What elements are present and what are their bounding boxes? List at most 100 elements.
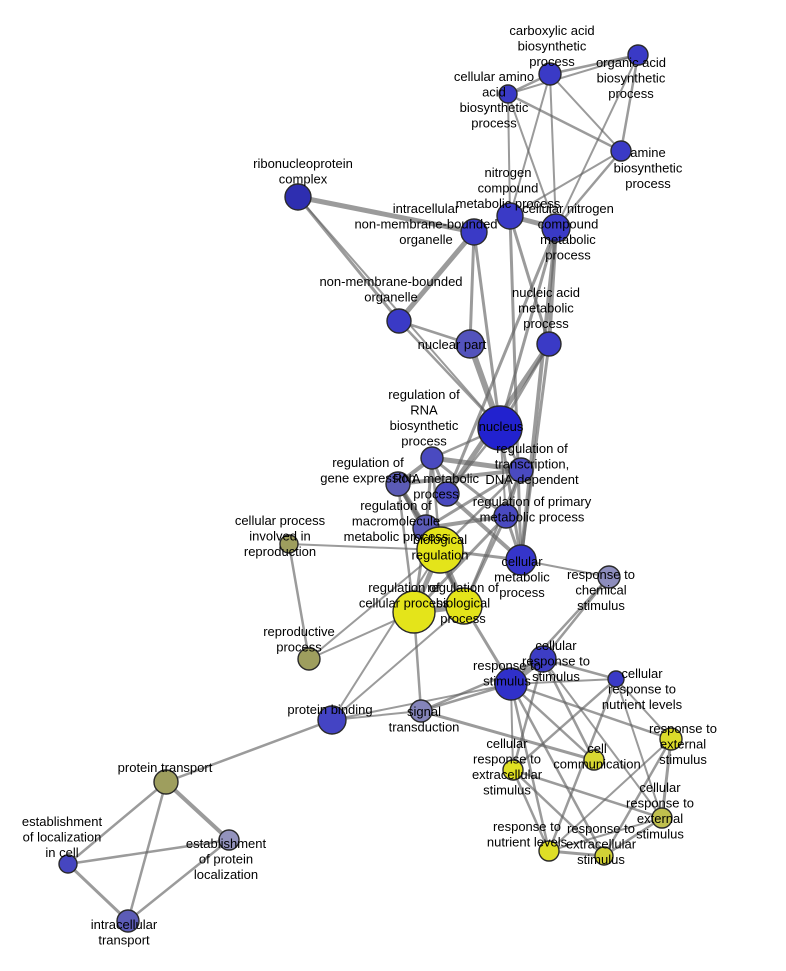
edge-regulation-of-transcription-dna-dependent--regulation-of-macromolecule-metabolic-process bbox=[424, 468, 523, 530]
node-cellular-amino-acid-biosynthetic-process[interactable] bbox=[498, 84, 518, 104]
edge-response-to-nutrient-levels--cellular-response-to-external-stimulus bbox=[548, 817, 663, 852]
edge-reproductive-process--biological-regulation bbox=[308, 549, 441, 660]
edge-organic-acid-biosynthetic-process--cellular-amino-acid-biosynthetic-process bbox=[507, 54, 639, 95]
edge-nucleic-acid-metabolic-process--cellular-metabolic-process bbox=[519, 342, 551, 562]
edge-cellular-response-to-extracellular-stimulus--response-to-nutrient-levels bbox=[511, 768, 551, 853]
node-response-to-chemical-stimulus[interactable] bbox=[597, 565, 621, 589]
node-cellular-response-to-extracellular-stimulus[interactable] bbox=[502, 759, 524, 781]
edge-intracellular-non-membrane-bounded-organelle--non-membrane-bounded-organelle bbox=[396, 229, 477, 324]
edge-response-to-external-stimulus--response-to-extracellular-stimulus bbox=[602, 737, 673, 858]
node-response-to-external-stimulus[interactable] bbox=[659, 727, 683, 751]
node-response-to-extracellular-stimulus[interactable] bbox=[594, 846, 614, 866]
edge-response-to-stimulus--response-to-extracellular-stimulus bbox=[509, 682, 606, 858]
nodes-layer bbox=[58, 44, 683, 933]
edge-amine-biosynthetic-process--cellular-nitrogen-compound-metabolic-process bbox=[554, 149, 623, 230]
node-cellular-response-to-stimulus[interactable] bbox=[529, 645, 557, 673]
edge-ribonucleoprotein-complex--intracellular-non-membrane-bounded-organelle bbox=[295, 194, 477, 235]
edge-protein-transport--establishment-of-protein-localization bbox=[164, 780, 231, 842]
edge-cellular-process-involved-in-reproduction--biological-regulation bbox=[288, 543, 441, 551]
node-nitrogen-compound-metabolic-process[interactable] bbox=[496, 202, 524, 230]
node-reproductive-process[interactable] bbox=[297, 647, 321, 671]
node-cellular-nitrogen-compound-metabolic-process[interactable] bbox=[541, 213, 571, 243]
node-regulation-of-gene-expression[interactable] bbox=[385, 471, 411, 497]
edge-regulation-of-rna-biosynthetic-process--regulation-of-transcription-dna-dependent bbox=[429, 455, 524, 473]
edge-carboxylic-acid-biosynthetic-process--organic-acid-biosynthetic-process bbox=[548, 53, 640, 76]
edge-cellular-nitrogen-compound-metabolic-process--nucleus bbox=[498, 226, 558, 430]
node-amine-biosynthetic-process[interactable] bbox=[610, 140, 632, 162]
edge-protein-transport--establishment-of-localization-in-cell bbox=[66, 780, 168, 866]
edge-amine-biosynthetic-process--nitrogen-compound-metabolic-process bbox=[509, 150, 622, 217]
edge-response-to-stimulus--cellular-response-to-nutrient-levels bbox=[510, 678, 617, 685]
node-signal-transduction[interactable] bbox=[409, 699, 433, 723]
label-nucleus: nucleus bbox=[479, 419, 524, 434]
node-establishment-of-protein-localization[interactable] bbox=[218, 829, 240, 851]
node-response-to-stimulus[interactable] bbox=[494, 667, 528, 701]
node-response-to-nutrient-levels[interactable] bbox=[538, 840, 560, 862]
node-non-membrane-bounded-organelle[interactable] bbox=[386, 308, 412, 334]
node-regulation-of-rna-biosynthetic-process[interactable] bbox=[420, 446, 444, 470]
node-cellular-metabolic-process[interactable] bbox=[505, 544, 537, 576]
edge-protein-binding--protein-transport bbox=[164, 718, 334, 784]
edge-establishment-of-localization-in-cell--establishment-of-protein-localization bbox=[66, 838, 231, 866]
edge-response-to-stimulus--response-to-external-stimulus bbox=[509, 682, 673, 741]
node-carboxylic-acid-biosynthetic-process[interactable] bbox=[538, 62, 562, 86]
edge-establishment-of-localization-in-cell--intracellular-transport bbox=[66, 862, 130, 923]
node-cellular-response-to-nutrient-levels[interactable] bbox=[607, 670, 625, 688]
node-establishment-of-localization-in-cell[interactable] bbox=[58, 854, 78, 874]
node-regulation-of-cellular-process[interactable] bbox=[392, 590, 436, 634]
node-cellular-process-involved-in-reproduction[interactable] bbox=[279, 534, 299, 554]
edge-cellular-response-to-nutrient-levels--cellular-response-to-external-stimulus bbox=[615, 678, 663, 819]
edge-response-to-stimulus--response-to-nutrient-levels bbox=[509, 682, 551, 853]
node-nuclear-part[interactable] bbox=[455, 329, 485, 359]
node-cell-communication[interactable] bbox=[583, 749, 605, 771]
node-nucleic-acid-metabolic-process[interactable] bbox=[536, 331, 562, 357]
edge-cellular-response-to-stimulus--signal-transduction bbox=[419, 657, 545, 713]
node-cellular-response-to-external-stimulus[interactable] bbox=[651, 807, 673, 829]
node-regulation-of-primary-metabolic-process[interactable] bbox=[493, 503, 519, 529]
node-regulation-of-biological-process[interactable] bbox=[445, 587, 483, 625]
node-regulation-of-transcription-dna-dependent[interactable] bbox=[508, 457, 534, 483]
edge-biological-regulation--protein-binding bbox=[331, 549, 441, 721]
node-rna-metabolic-process[interactable] bbox=[434, 481, 460, 507]
edge-cellular-response-to-extracellular-stimulus--response-to-extracellular-stimulus bbox=[511, 768, 606, 858]
edge-intracellular-non-membrane-bounded-organelle--nuclear-part bbox=[468, 230, 476, 346]
node-protein-binding[interactable] bbox=[317, 705, 347, 735]
edge-establishment-of-protein-localization--intracellular-transport bbox=[126, 838, 231, 923]
edge-organic-acid-biosynthetic-process--amine-biosynthetic-process bbox=[619, 53, 640, 153]
edge-carboxylic-acid-biosynthetic-process--amine-biosynthetic-process bbox=[549, 73, 622, 152]
node-protein-transport[interactable] bbox=[153, 769, 179, 795]
node-nucleus[interactable] bbox=[477, 405, 523, 451]
edge-regulation-of-transcription-dna-dependent--regulation-of-gene-expression bbox=[396, 468, 523, 486]
edge-response-to-external-stimulus--cellular-response-to-external-stimulus bbox=[660, 737, 673, 820]
edge-cellular-nitrogen-compound-metabolic-process--rna-metabolic-process bbox=[445, 226, 558, 496]
node-intracellular-transport[interactable] bbox=[116, 909, 140, 933]
edge-rna-metabolic-process--cellular-metabolic-process bbox=[445, 492, 523, 562]
edge-organic-acid-biosynthetic-process--cellular-nitrogen-compound-metabolic-process bbox=[555, 54, 639, 229]
node-biological-regulation[interactable] bbox=[416, 526, 464, 574]
node-intracellular-non-membrane-bounded-organelle[interactable] bbox=[460, 218, 488, 246]
node-organic-acid-biosynthetic-process[interactable] bbox=[627, 44, 649, 66]
label-protein-transport: protein transport bbox=[118, 760, 213, 775]
node-ribonucleoprotein-complex[interactable] bbox=[284, 183, 312, 211]
